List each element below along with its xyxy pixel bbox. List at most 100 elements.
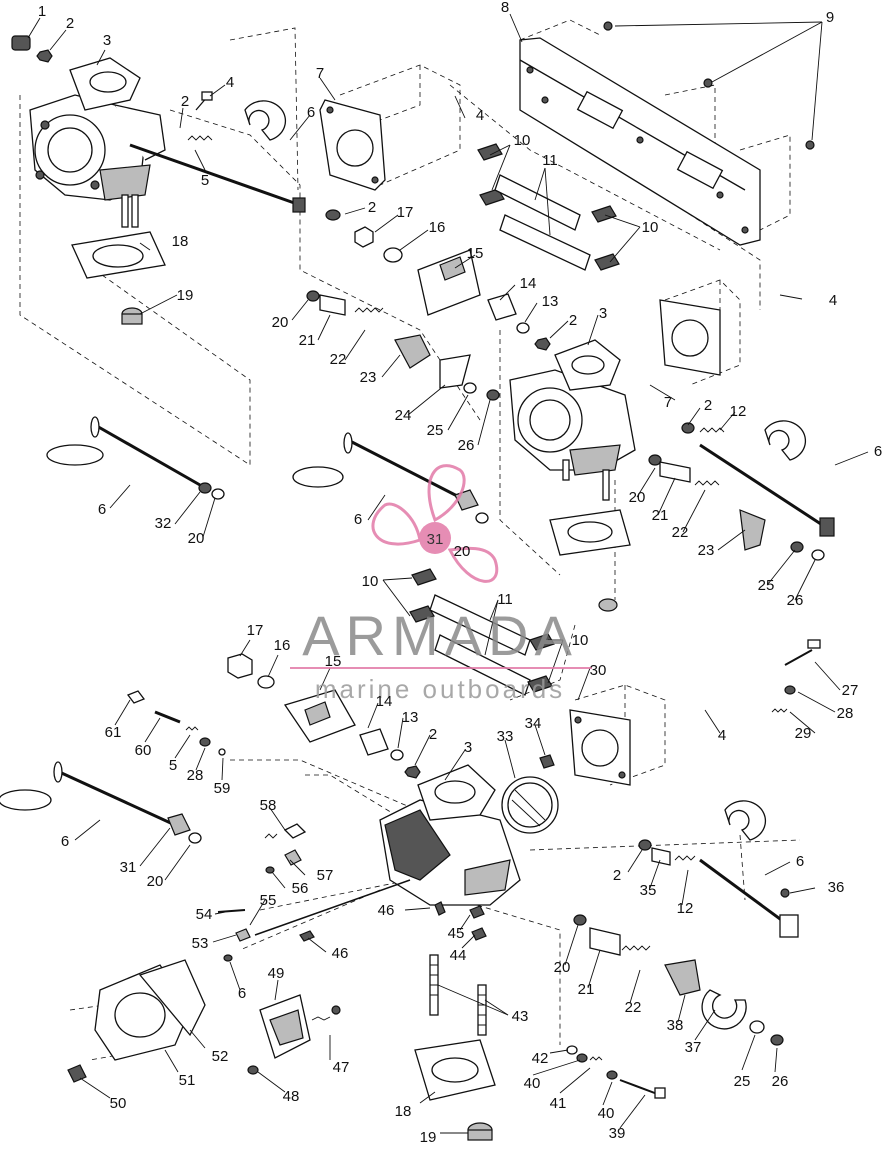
callout-15b: 15 [325, 653, 342, 670]
callout-2a: 2 [66, 15, 74, 32]
intake-box-bottom [574, 684, 666, 786]
callout-25b: 25 [758, 577, 775, 594]
adjust-screw-set [126, 690, 226, 756]
callout-20a: 20 [272, 314, 289, 331]
callout-17b: 17 [247, 622, 264, 639]
callout-6g: 6 [238, 985, 246, 1002]
callout-31b: 31 [120, 859, 137, 876]
flange-7b [659, 299, 721, 376]
propeller-blade-2 [371, 502, 422, 546]
callout-4c: 4 [829, 292, 837, 309]
callout-55: 55 [260, 892, 277, 909]
plug-1 [11, 35, 31, 51]
callout-18a: 18 [172, 233, 189, 250]
callout-35: 35 [640, 882, 657, 899]
callout-28b: 28 [187, 767, 204, 784]
callout-44: 44 [450, 947, 467, 964]
callout-1: 1 [38, 3, 46, 20]
callout-48: 48 [283, 1088, 300, 1105]
intake-box-mid [664, 279, 741, 386]
throttle-shaft-left [46, 416, 225, 500]
callout-26a: 26 [458, 437, 475, 454]
mount-plate-box [519, 19, 791, 236]
callout-6f: 6 [796, 853, 804, 870]
callout-3b: 3 [599, 305, 607, 322]
callout-12b: 12 [677, 900, 694, 917]
callout-15a: 15 [467, 245, 484, 262]
callout-5b: 5 [169, 757, 177, 774]
callout-4b: 4 [476, 107, 484, 124]
carburetor-mid-right [509, 339, 636, 501]
callout-6a: 6 [307, 104, 315, 121]
shaft-bottom-right [638, 800, 799, 938]
flange-30 [569, 709, 631, 786]
callout-6e: 6 [61, 833, 69, 850]
nut-2a [36, 49, 53, 63]
callout-13a: 13 [542, 293, 559, 310]
callout-16a: 16 [429, 219, 446, 236]
gasket-mid [549, 509, 631, 612]
callout-20f: 20 [554, 959, 571, 976]
callout-24: 24 [395, 407, 412, 424]
callout-10d: 10 [572, 632, 589, 649]
callout-59: 59 [214, 780, 231, 797]
needle-valve-set [264, 823, 307, 874]
callout-41: 41 [550, 1095, 567, 1112]
throttle-shaft-center [292, 432, 489, 524]
callout-52: 52 [212, 1048, 229, 1065]
callout-14a: 14 [520, 275, 537, 292]
callout-8: 8 [501, 0, 509, 16]
flange-7a [319, 99, 386, 191]
fuel-pump-49 [247, 994, 341, 1075]
callout-11a: 11 [542, 152, 558, 169]
screws-9 [603, 21, 815, 150]
callout-51: 51 [179, 1072, 196, 1089]
carburetor-bottom [379, 764, 521, 906]
callout-29: 29 [795, 725, 812, 742]
propeller-logo-icon: 31 [371, 464, 499, 583]
screw-34 [539, 754, 555, 769]
callout-2c: 2 [368, 199, 376, 216]
mounting-plate-8 [519, 37, 761, 246]
jets-44-45 [469, 905, 487, 941]
callout-30: 30 [590, 662, 607, 679]
watermark-brand: ARMADA [302, 604, 578, 667]
callout-10c: 10 [362, 573, 379, 590]
callout-13b: 13 [402, 709, 419, 726]
callout-38: 38 [667, 1017, 684, 1034]
linkage-mid [648, 422, 825, 561]
small-parts-bottom [227, 653, 421, 779]
callout-21a: 21 [299, 332, 316, 349]
callout-14b: 14 [376, 693, 393, 710]
linkage-top [306, 290, 500, 401]
callout-36: 36 [828, 879, 845, 896]
callout-26c: 26 [772, 1073, 789, 1090]
armada-watermark: 31 ARMADA marine outboards [290, 464, 592, 704]
idle-screw-set [566, 1045, 666, 1099]
studs-43 [429, 954, 487, 1036]
callout-4d: 4 [718, 727, 726, 744]
callout-2f: 2 [429, 726, 437, 743]
callout-33: 33 [497, 728, 514, 745]
callout-25a: 25 [427, 422, 444, 439]
callout-31a: 31 [427, 531, 444, 548]
callout-16b: 16 [274, 637, 291, 654]
callout-50: 50 [110, 1095, 127, 1112]
throttle-shaft-bottom-left [0, 761, 202, 844]
callout-43: 43 [512, 1008, 529, 1025]
callout-7a: 7 [316, 65, 324, 82]
callout-32: 32 [155, 515, 172, 532]
hose-set-mid [409, 568, 555, 696]
callout-45: 45 [448, 925, 465, 942]
callout-6c: 6 [98, 501, 106, 518]
callout-22b: 22 [672, 524, 689, 541]
callout-20e: 20 [147, 873, 164, 890]
small-parts-top [325, 209, 551, 351]
callout-57: 57 [317, 867, 334, 884]
callout-40b: 40 [598, 1105, 615, 1122]
callout-19b: 19 [420, 1129, 437, 1146]
screw-set-27 [771, 639, 821, 713]
callout-25c: 25 [734, 1073, 751, 1090]
